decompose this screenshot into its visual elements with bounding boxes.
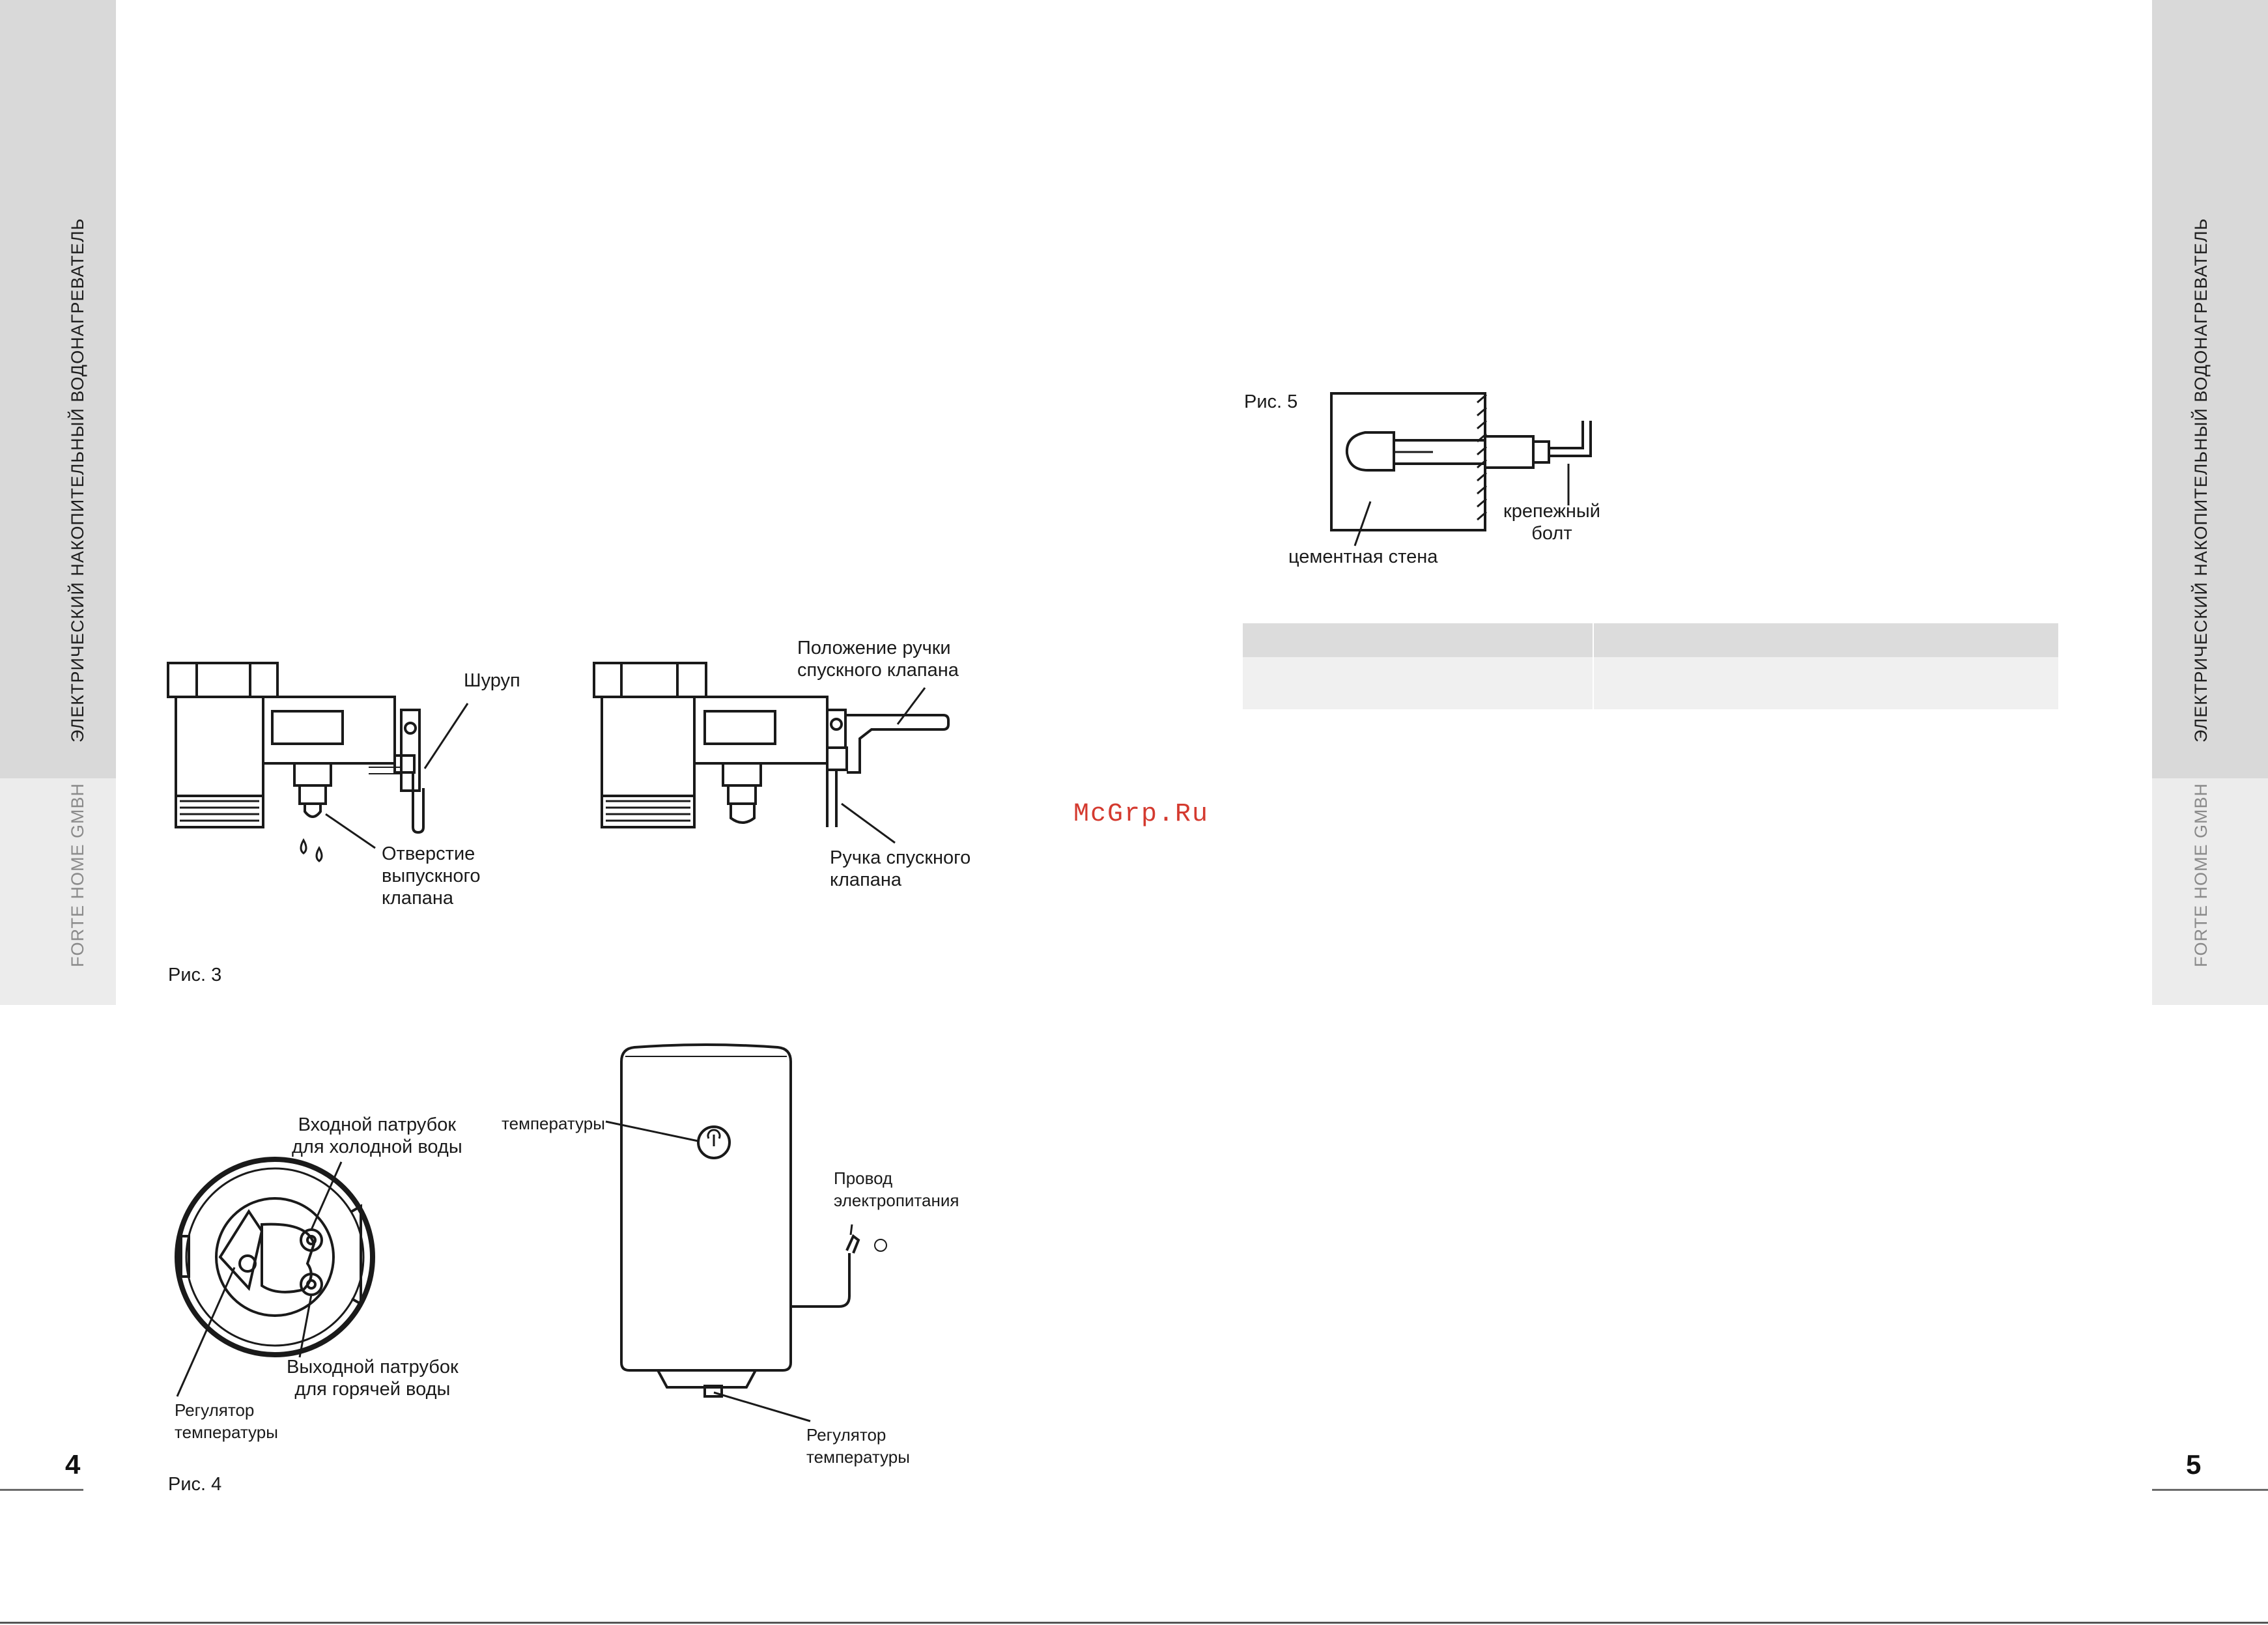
table-row xyxy=(1243,657,2058,709)
watermark: McGrp.Ru xyxy=(1073,800,1210,829)
left-sidebar-title-band xyxy=(0,0,116,778)
left-page-number: 4 xyxy=(65,1449,81,1480)
fig3-screw-label: Шуруп xyxy=(464,670,520,691)
right-page-number-rule xyxy=(2152,1489,2268,1491)
left-sidebar-brand-band xyxy=(0,778,116,1005)
fig4-regulator-bottom-label: Регулятор температуры xyxy=(806,1425,910,1467)
bottom-page-rule xyxy=(0,1622,2268,1624)
spec-table-cell xyxy=(1243,657,1594,709)
right-sidebar-brand-band xyxy=(2152,778,2268,1005)
fig3-handle-position-label: Положение ручки спускного клапана xyxy=(797,638,959,681)
fig4-hot-outlet-label: Выходной патрубок для горячей воды xyxy=(287,1357,459,1400)
spec-table-header-row xyxy=(1243,623,2058,657)
fig4-caption: Рис. 4 xyxy=(168,1474,222,1495)
fig4-thermometer-label: температуры xyxy=(502,1114,605,1133)
spec-table-header-cell xyxy=(1243,623,1594,657)
spec-table-cell xyxy=(1594,657,2058,709)
fig5-bolt-label: крепежный болт xyxy=(1503,501,1600,544)
fig5-caption: Рис. 5 xyxy=(1244,391,1298,412)
fig3-drain-handle-label: Ручка спускного клапана xyxy=(830,847,971,890)
spec-table-header-cell xyxy=(1594,623,2058,657)
spec-table xyxy=(1243,623,2058,709)
fig4-regulator-left-label: Регулятор температуры xyxy=(175,1400,278,1442)
fig3-caption: Рис. 3 xyxy=(168,965,222,985)
fig4-cold-inlet-label: Входной патрубок для холодной воды xyxy=(292,1114,462,1157)
fig5-wall-label: цементная стена xyxy=(1288,546,1438,567)
right-page-number: 5 xyxy=(2186,1449,2202,1480)
fig4-power-cord-label: Провод электропитания xyxy=(834,1168,959,1210)
left-page-number-rule xyxy=(0,1489,83,1491)
right-sidebar-title-band xyxy=(2152,0,2268,778)
fig3-outlet-hole-label: Отверстие выпускного клапана xyxy=(382,843,481,909)
